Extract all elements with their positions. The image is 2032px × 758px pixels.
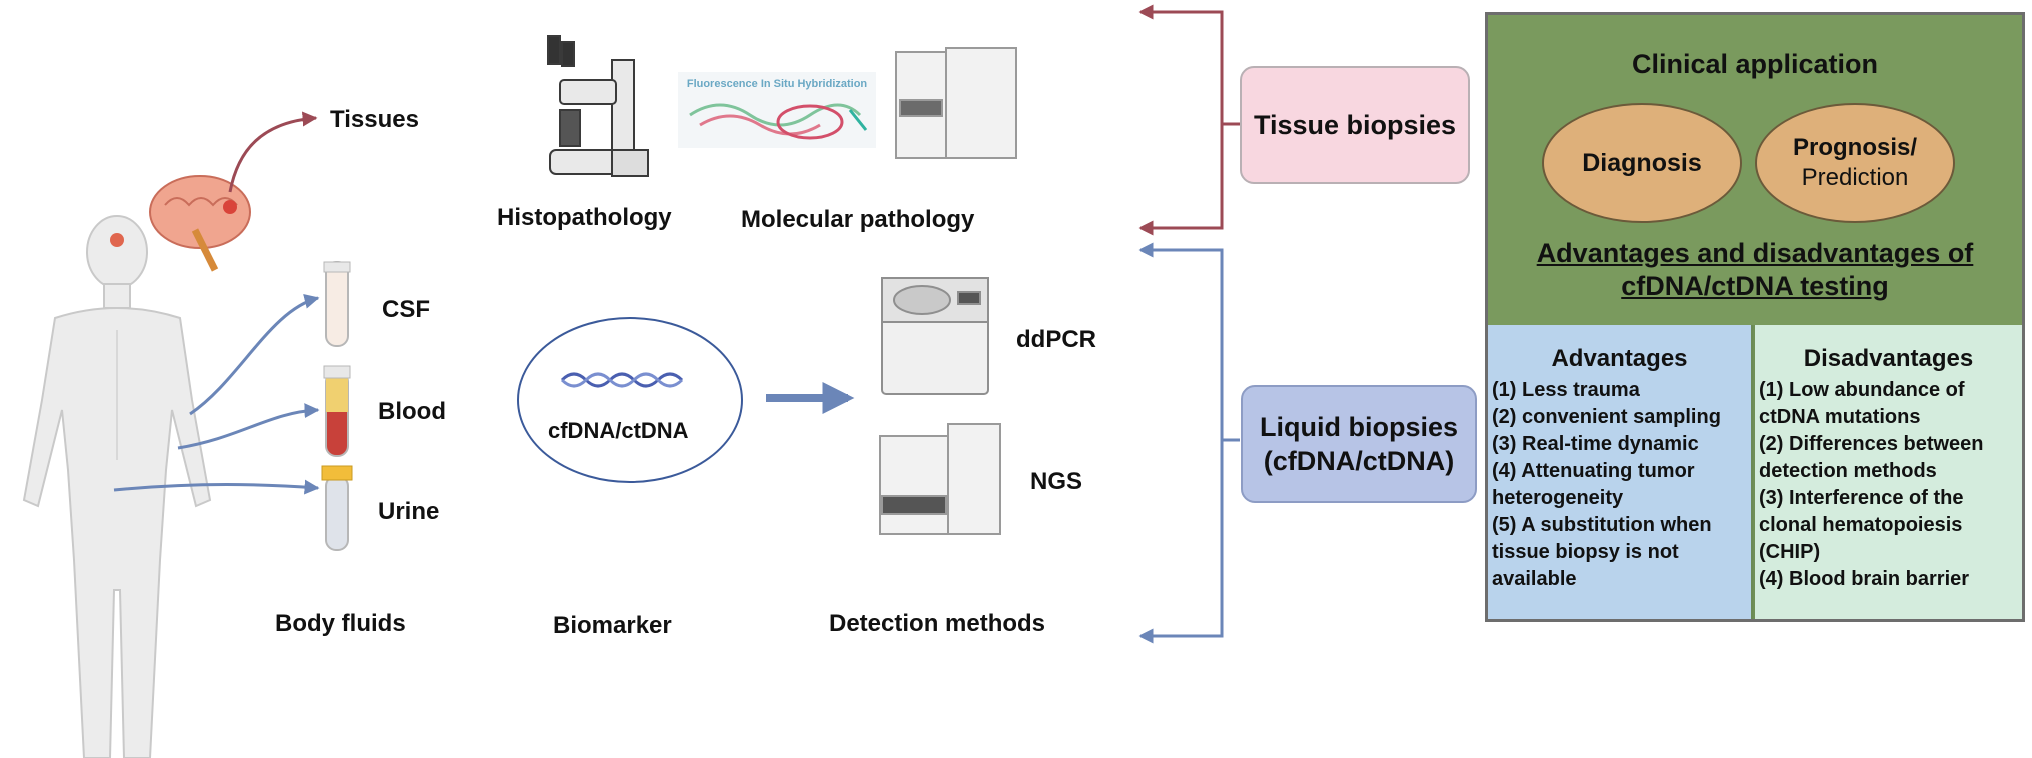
body-to-blood-arrow	[177, 403, 320, 450]
urine-tube-icon	[321, 465, 353, 551]
disadvantage-item: detection methods	[1759, 460, 1937, 482]
label-detection-methods: Detection methods	[829, 610, 1046, 637]
blood-tube-icon	[323, 365, 351, 457]
disadvantages-title: Disadvantages	[1803, 345, 1974, 372]
advantages-disadvantages-title: Advantages and disadvantages of cfDNA/ct…	[1488, 237, 2022, 303]
label-biomarker: Biomarker	[553, 612, 672, 639]
body-to-csf-arrow	[189, 294, 320, 416]
disadvantage-item: clonal hematopoiesis	[1759, 514, 1963, 536]
clinical-application-panel: Clinical application Diagnosis Prognosis…	[1485, 12, 2025, 622]
disadvantage-item: ctDNA mutations	[1759, 406, 1921, 428]
prognosis-oval: Prognosis/ Prediction	[1755, 103, 1955, 223]
adv-title-line2: cfDNA/ctDNA testing	[1621, 271, 1889, 301]
advantage-item: (1) Less trauma	[1492, 379, 1640, 401]
adv-title-line1: Advantages and disadvantages of	[1536, 238, 1974, 268]
biomarker-ellipse	[517, 317, 743, 483]
brain-icon	[149, 175, 251, 272]
advantage-item: (2) convenient sampling	[1492, 406, 1721, 428]
advantages-list: (1) Less trauma (2) convenient sampling …	[1488, 377, 1751, 593]
fish-illustration-title: Fluorescence In Situ Hybridization	[687, 78, 868, 90]
advantage-item: heterogeneity	[1492, 487, 1624, 509]
disadvantage-item: (2) Differences between	[1759, 433, 1984, 455]
disadvantage-item: (3) Interference of the	[1759, 487, 1964, 509]
body-to-urine-arrow	[113, 479, 320, 495]
label-blood: Blood	[378, 398, 446, 425]
microscope-icon	[547, 35, 649, 177]
disadvantages-list: (1) Low abundance of ctDNA mutations (2)…	[1755, 377, 2022, 593]
diagnosis-label: Diagnosis	[1582, 148, 1702, 177]
brain-to-tissues-arrow	[228, 111, 318, 193]
label-biomarker-cfdna: cfDNA/ctDNA	[548, 418, 689, 443]
label-molecular-pathology: Molecular pathology	[741, 206, 975, 233]
label-csf: CSF	[382, 296, 430, 323]
label-tissues: Tissues	[330, 106, 419, 133]
human-body-figure	[22, 215, 212, 758]
prognosis-label: Prognosis/	[1792, 134, 1918, 161]
ngs-instrument-icon	[879, 423, 1001, 535]
tissue-bracket	[1142, 10, 1240, 230]
advantages-box: Advantages (1) Less trauma (2) convenien…	[1488, 325, 1753, 619]
prediction-label: Prediction	[1801, 164, 1909, 191]
csf-tube-icon	[323, 261, 351, 347]
liquid-biopsies-label-line2: (cfDNA/ctDNA)	[1263, 446, 1455, 476]
liquid-biopsies-label-line1: Liquid biopsies	[1259, 412, 1458, 442]
clinical-panel-header: Clinical application Diagnosis Prognosis…	[1488, 15, 2022, 325]
label-urine: Urine	[378, 498, 440, 525]
clinical-application-title: Clinical application	[1631, 49, 1879, 79]
advantage-item: available	[1492, 568, 1577, 590]
liquid-biopsies-box: Liquid biopsies (cfDNA/ctDNA)	[1241, 385, 1477, 503]
brain-tumor-dot	[110, 233, 124, 247]
disadvantage-item: (4) Blood brain barrier	[1759, 568, 1970, 590]
disadvantages-box: Disadvantages (1) Low abundance of ctDNA…	[1755, 325, 2022, 619]
advantages-title: Advantages	[1551, 345, 1688, 372]
molecular-instrument-icon	[895, 47, 1017, 159]
label-body-fluids: Body fluids	[275, 610, 406, 637]
tissue-biopsies-label: Tissue biopsies	[1253, 110, 1457, 140]
dna-helix-icon	[560, 372, 684, 388]
label-histopathology: Histopathology	[497, 204, 672, 231]
advantage-item: (4) Attenuating tumor	[1492, 460, 1695, 482]
advantage-item: (5) A substitution when	[1492, 514, 1712, 536]
tissue-biopsies-box: Tissue biopsies	[1240, 66, 1470, 184]
label-ngs: NGS	[1030, 468, 1083, 495]
fish-illustration: Fluorescence In Situ Hybridization	[678, 72, 876, 148]
ddpcr-instrument-icon	[881, 277, 989, 395]
disadvantage-item: (1) Low abundance of	[1759, 379, 1965, 401]
label-ddpcr: ddPCR	[1016, 326, 1096, 353]
diagnosis-oval: Diagnosis	[1542, 103, 1742, 223]
advantage-item: tissue biopsy is not	[1492, 541, 1679, 563]
liquid-bracket	[1142, 248, 1240, 638]
advantage-item: (3) Real-time dynamic	[1492, 433, 1699, 455]
disadvantage-item: (CHIP)	[1759, 541, 1821, 563]
